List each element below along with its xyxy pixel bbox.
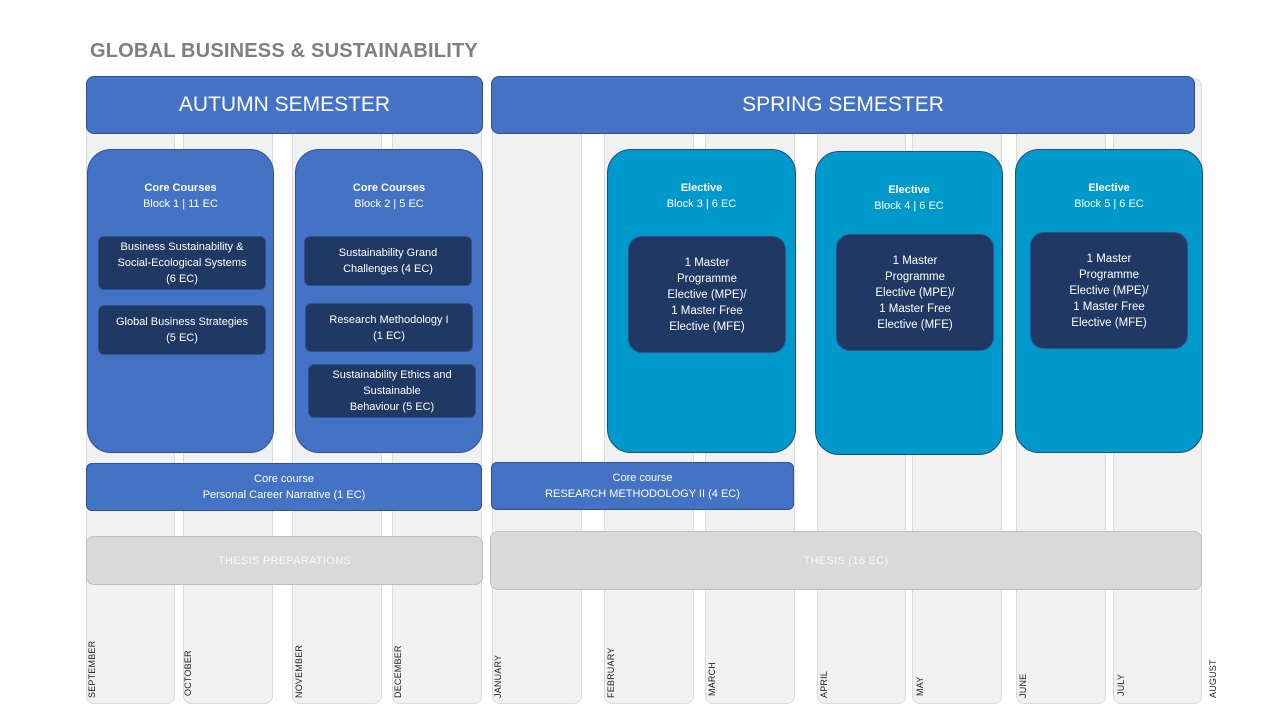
- block-title: Elective: [680, 182, 723, 194]
- course-box: Sustainability Grand Challenges (4 EC): [304, 236, 472, 286]
- block-title: Elective: [1088, 182, 1130, 194]
- block-title: Core Courses: [144, 182, 217, 194]
- core-course-label: Core course: [612, 472, 673, 484]
- month-label-july: JULY: [1116, 673, 1126, 696]
- month-label-december: DECEMBER: [393, 645, 403, 698]
- block-subtitle: Block 2 | 5 EC: [354, 198, 424, 210]
- month-label-january: JANUARY: [493, 654, 503, 698]
- course-box: 1 Master Programme Elective (MPE)/ 1 Mas…: [628, 236, 786, 353]
- core-block-1: Core Courses Block 1 | 11 EC: [87, 149, 274, 453]
- core-course-name: RESEARCH METHODOLOGY II (4 EC): [545, 488, 740, 500]
- thesis-preparations-bar: THESIS PREPARATIONS: [86, 536, 483, 585]
- block-subtitle: Block 1 | 11 EC: [143, 198, 218, 210]
- block-title: Elective: [888, 184, 930, 196]
- page-title: GLOBAL BUSINESS & SUSTAINABILITY: [90, 40, 478, 62]
- course-box: Research Methodology I (1 EC): [305, 303, 473, 352]
- month-label-may: MAY: [915, 676, 925, 696]
- month-label-october: OCTOBER: [183, 650, 193, 696]
- month-label-june: JUNE: [1018, 673, 1028, 698]
- block-title: Core Courses: [352, 182, 426, 194]
- month-label-november: NOVEMBER: [294, 644, 304, 698]
- month-label-august: AUGUST: [1208, 659, 1218, 698]
- course-box: Global Business Strategies (5 EC): [98, 305, 266, 355]
- core-course-name: Personal Career Narrative (1 EC): [202, 489, 366, 501]
- course-box: 1 Master Programme Elective (MPE)/ 1 Mas…: [1030, 232, 1188, 349]
- block-subtitle: Block 4 | 6 EC: [874, 200, 944, 212]
- block-subtitle: Block 3 | 6 EC: [666, 198, 737, 210]
- autumn-semester-header: AUTUMN SEMESTER: [86, 76, 483, 134]
- spring-semester-header: SPRING SEMESTER: [491, 76, 1195, 134]
- month-label-february: FEBRUARY: [606, 647, 616, 698]
- month-label-september: SEPTEMBER: [87, 640, 97, 698]
- month-label-march: MARCH: [707, 662, 717, 696]
- month-column-january: [492, 78, 582, 704]
- core-course-bar-career-narrative: Core course Personal Career Narrative (1…: [86, 463, 482, 511]
- core-course-label: Core course: [254, 473, 314, 485]
- core-course-bar-research-methodology: Core course RESEARCH METHODOLOGY II (4 E…: [491, 462, 794, 510]
- month-label-april: APRIL: [819, 670, 829, 698]
- thesis-bar: THESIS (16 EC): [490, 531, 1202, 590]
- course-box: Business Sustainability & Social-Ecologi…: [98, 236, 266, 290]
- course-box: Sustainability Ethics and Sustainable Be…: [308, 364, 476, 418]
- course-box: 1 Master Programme Elective (MPE)/ 1 Mas…: [836, 234, 994, 351]
- block-subtitle: Block 5 | 6 EC: [1074, 198, 1144, 210]
